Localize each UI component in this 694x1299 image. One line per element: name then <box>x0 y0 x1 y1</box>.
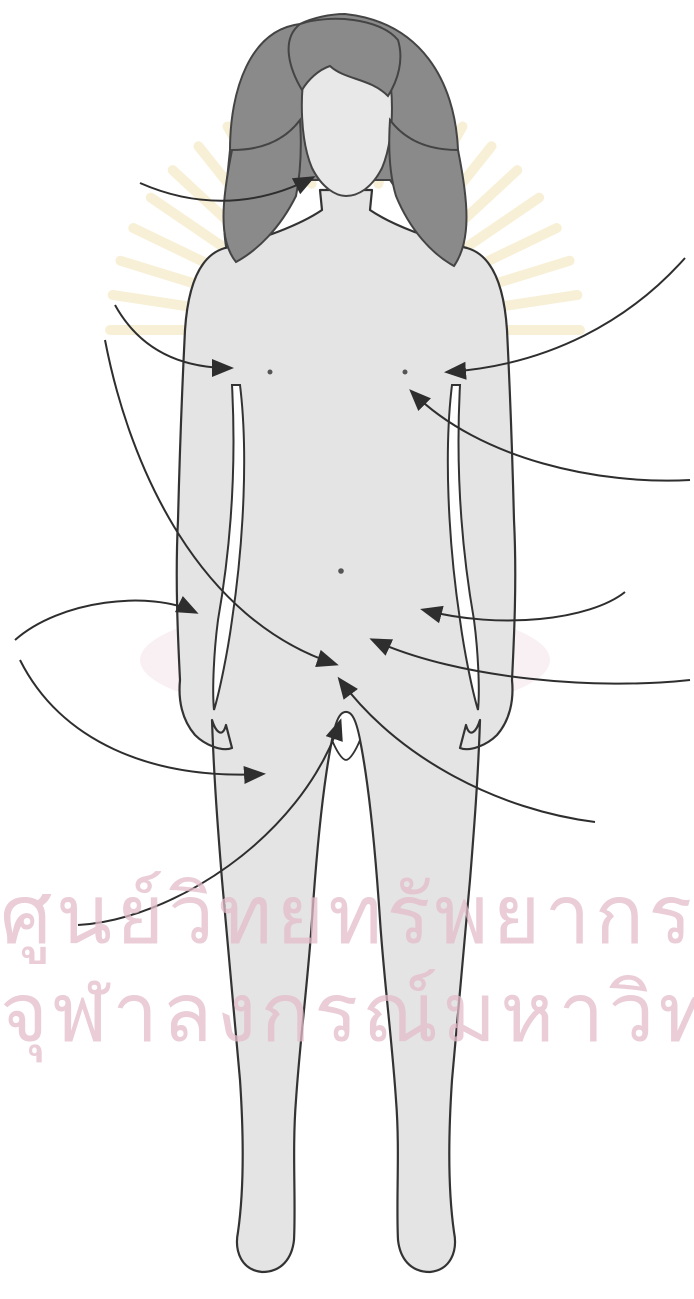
watermark-line-2: จุฬาลงกรณ์มหาวิทยาลัย <box>0 948 694 1078</box>
navel <box>338 568 344 574</box>
left-nipple <box>268 370 273 375</box>
watermark-ray <box>493 295 577 308</box>
right-nipple <box>403 370 408 375</box>
watermark-ray <box>120 261 201 286</box>
watermark-ray <box>488 261 569 286</box>
watermark-ray <box>113 295 197 308</box>
